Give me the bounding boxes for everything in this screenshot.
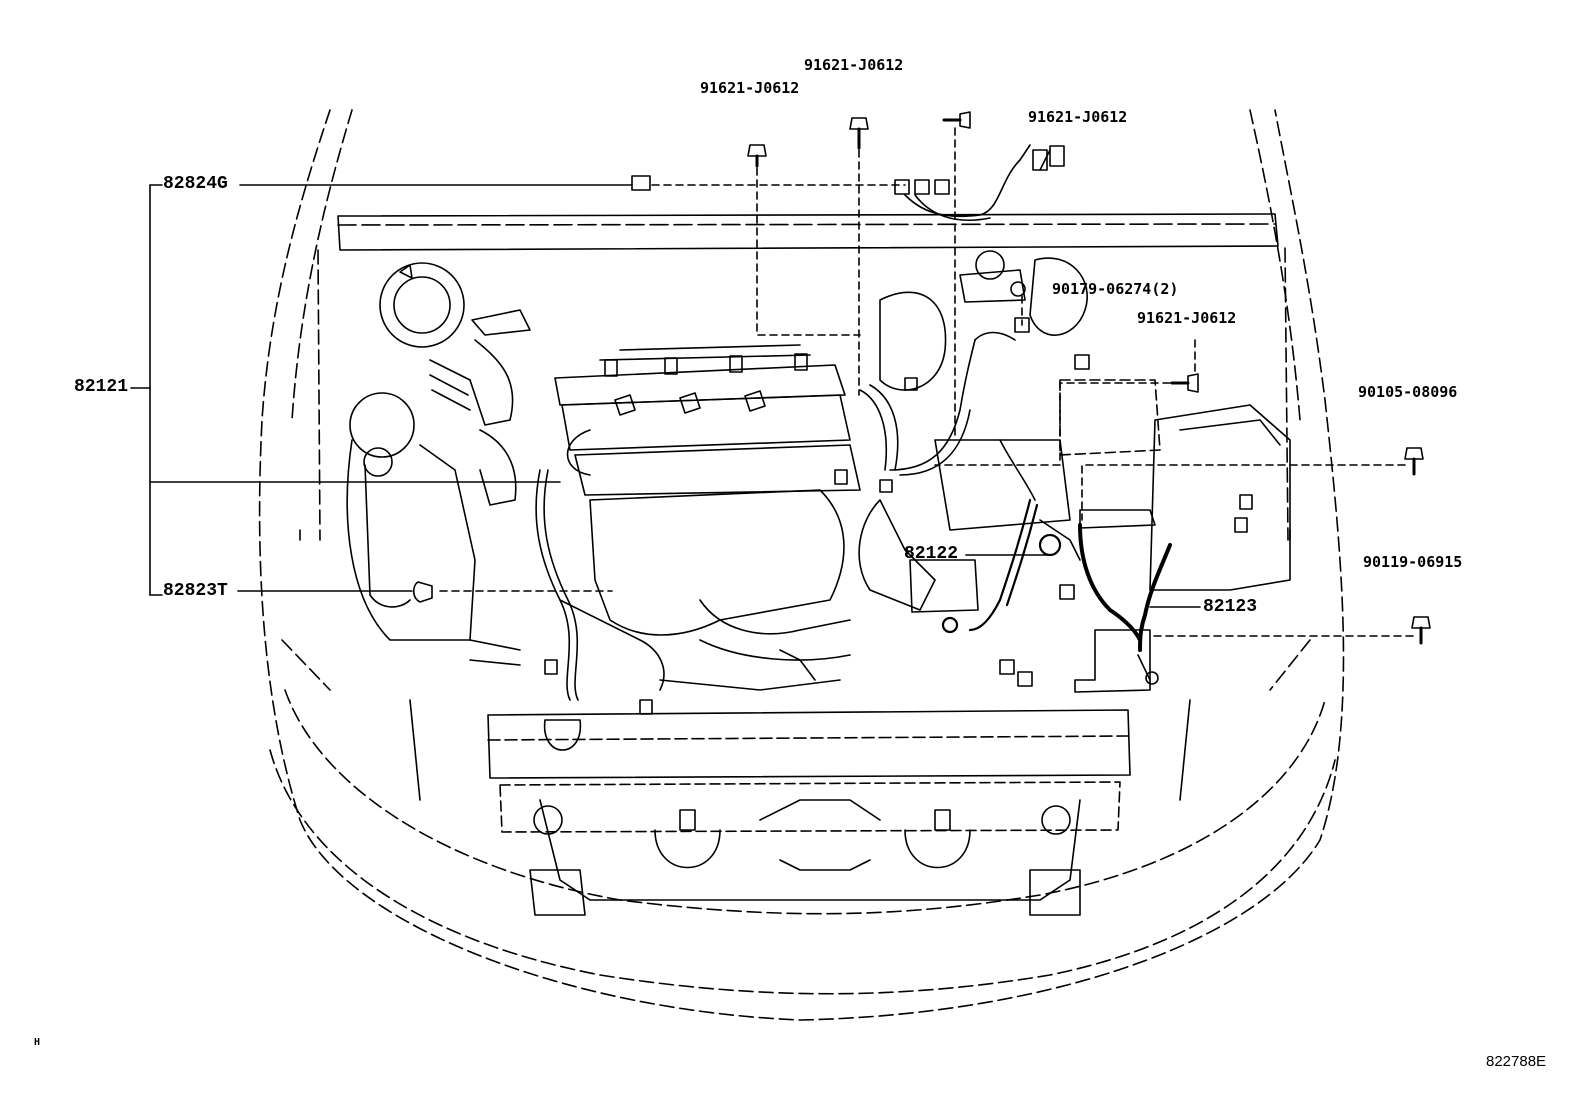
callout-clamp[interactable]: 82824G bbox=[163, 174, 228, 194]
callout-clamp-lower[interactable]: 82823T bbox=[163, 581, 228, 601]
sheet-mark: H bbox=[34, 1037, 41, 1048]
dashed-leaders bbox=[439, 127, 1414, 637]
figure-code: 822788E bbox=[1486, 1053, 1547, 1070]
callout-bolt-right[interactable]: 91621-J0612 bbox=[1137, 309, 1237, 327]
bolt-icon bbox=[942, 111, 971, 129]
connector-group bbox=[894, 145, 1065, 195]
left-components bbox=[346, 262, 531, 641]
callout-bolt-battery[interactable]: 90105-08096 bbox=[1358, 383, 1458, 401]
bolt-icon bbox=[1170, 373, 1199, 393]
callout-bolt-top-left[interactable]: 91621-J0612 bbox=[700, 79, 800, 97]
callout-cable-battery[interactable]: 82123 bbox=[1203, 597, 1258, 617]
battery-cables bbox=[1078, 523, 1172, 652]
clamp-icon bbox=[412, 581, 433, 603]
callout-bolt-top-right[interactable]: 91621-J0612 bbox=[1028, 108, 1128, 126]
ground-cable bbox=[941, 498, 1159, 685]
leader-lines bbox=[130, 184, 1201, 608]
callout-harness-main[interactable]: 82121 bbox=[74, 377, 129, 397]
callout-cable-ground[interactable]: 82122 bbox=[904, 544, 959, 564]
cowl-panel bbox=[317, 213, 1289, 541]
intake-and-battery bbox=[858, 250, 1291, 693]
body-outline bbox=[258, 109, 1345, 1021]
engine-block bbox=[554, 344, 861, 691]
callout-bolt-lower[interactable]: 90119-06915 bbox=[1363, 553, 1463, 571]
callout-nut[interactable]: 90179-06274(2) bbox=[1052, 280, 1179, 298]
callout-bolt-top-center[interactable]: 91621-J0612 bbox=[804, 56, 904, 74]
bolt-icon bbox=[1411, 616, 1431, 645]
clamp-icon bbox=[631, 175, 651, 191]
bolt-icon bbox=[747, 144, 767, 168]
bolt-icon bbox=[849, 117, 869, 150]
wire-harness bbox=[469, 144, 1253, 715]
fasteners bbox=[412, 111, 1431, 645]
radiator-support bbox=[409, 699, 1191, 916]
bolt-icon bbox=[1404, 447, 1424, 476]
nut-icon bbox=[1010, 281, 1026, 297]
